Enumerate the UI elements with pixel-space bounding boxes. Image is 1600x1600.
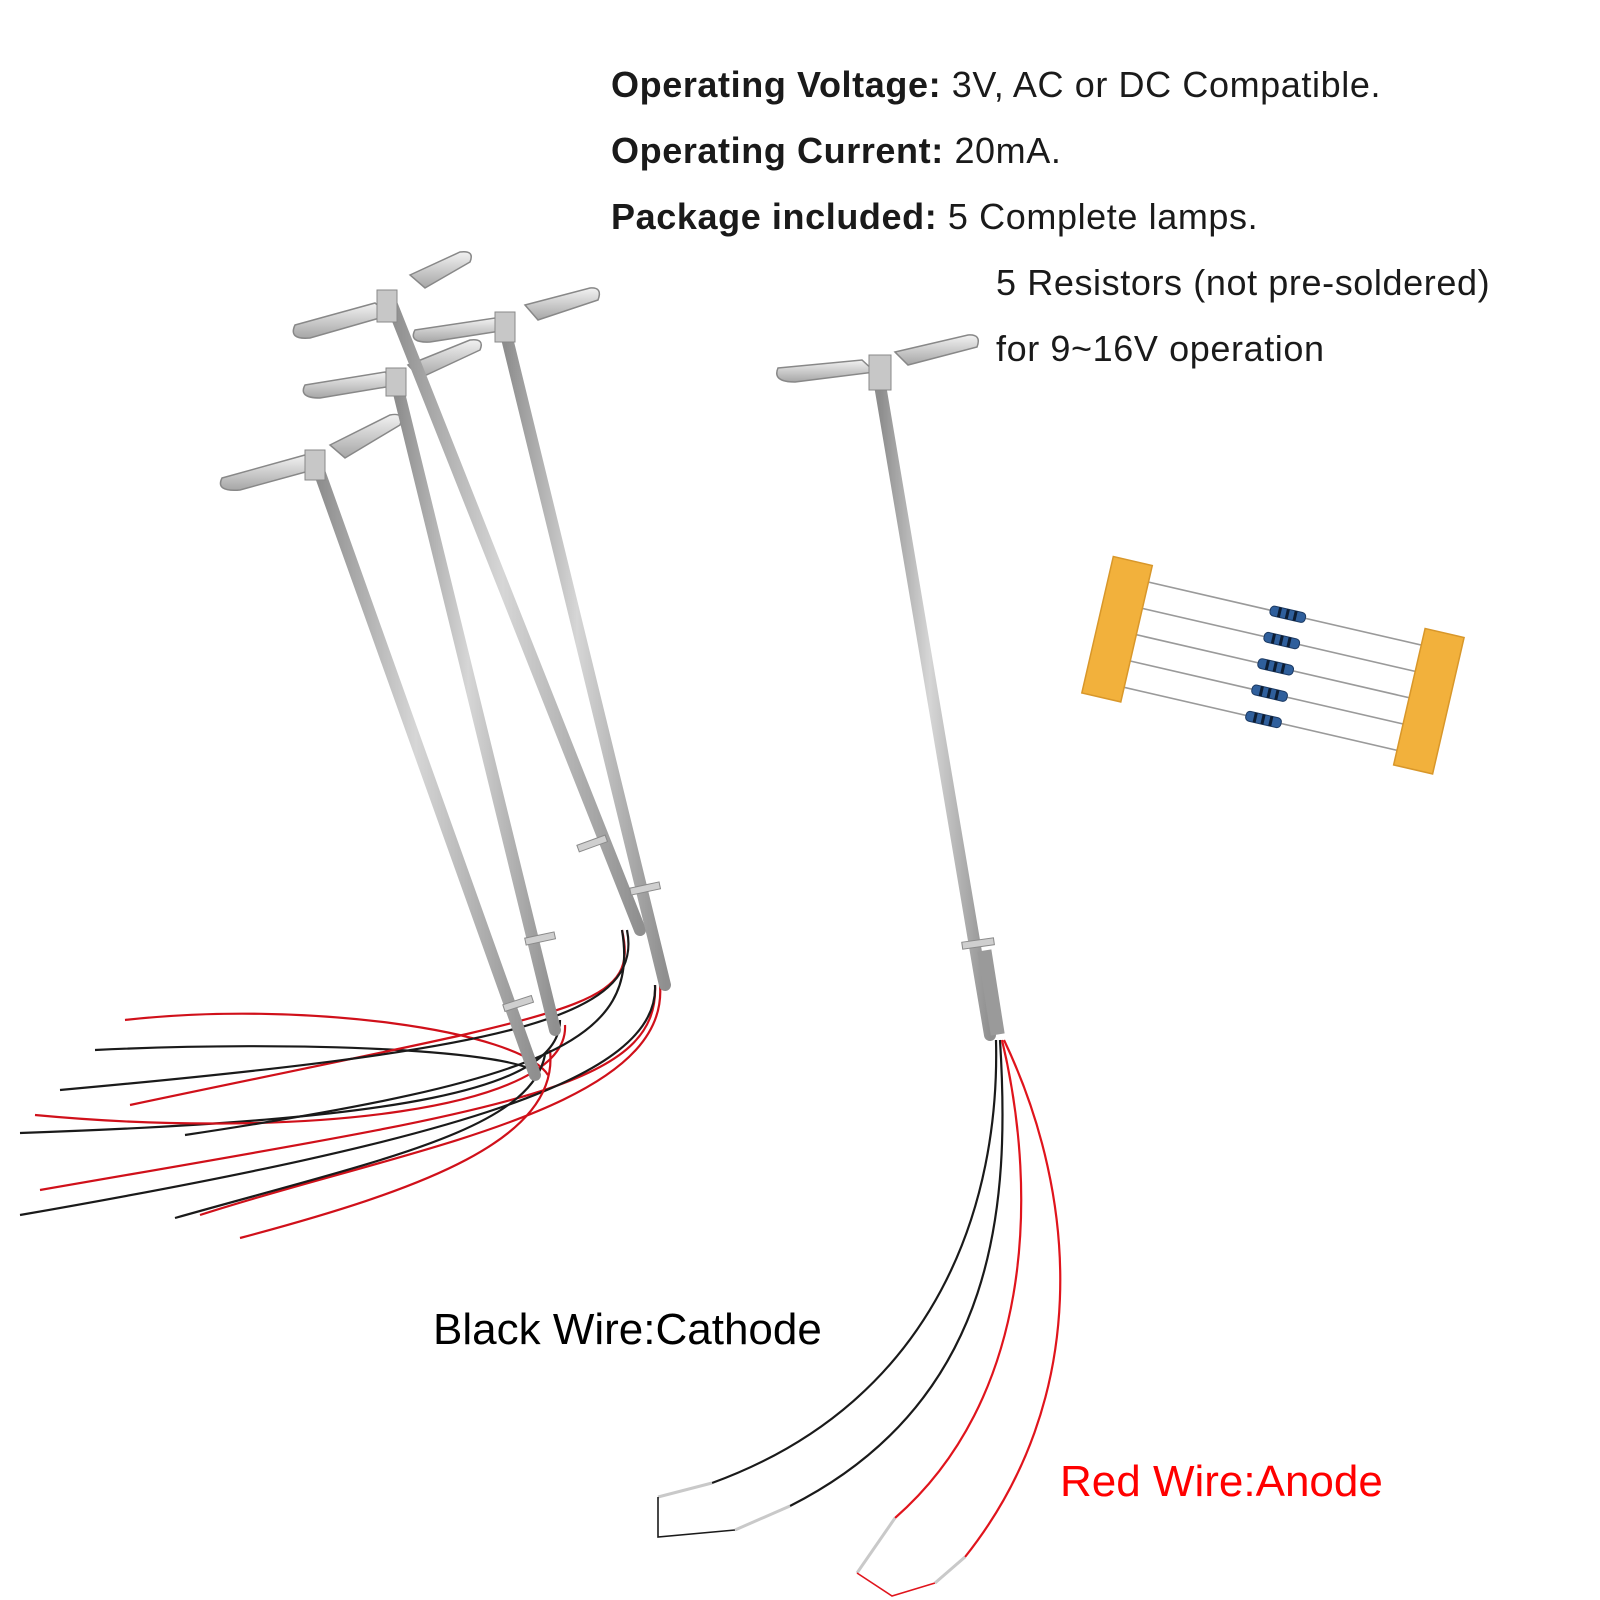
spec-current: Operating Current: 20mA. [611, 118, 1490, 184]
spec-voltage: Operating Voltage: 3V, AC or DC Compatib… [611, 52, 1490, 118]
spec-package-line: for 9~16V operation [996, 328, 1325, 369]
resistor-band [1278, 635, 1284, 646]
spec-package-line: 5 Resistors (not pre-soldered) [996, 262, 1491, 303]
tape-right [1392, 627, 1465, 775]
spec-voltage-value: 3V, AC or DC Compatible. [951, 64, 1382, 105]
lamp-cluster [19, 250, 671, 1240]
spec-block: Operating Voltage: 3V, AC or DC Compatib… [611, 52, 1490, 382]
resistor-strip [1080, 555, 1465, 775]
resistor-band [1258, 686, 1264, 697]
resistor-band [1272, 661, 1278, 672]
resistor-band [1260, 714, 1266, 725]
single-lamp [657, 334, 1062, 1597]
resistor-band [1284, 608, 1290, 620]
lamp-pole [219, 413, 541, 1081]
resistor-band [1252, 712, 1258, 723]
lamp-pole [292, 250, 646, 936]
tape-left [1080, 555, 1154, 703]
cluster-wires [19, 929, 662, 1240]
resistor-leads [1104, 576, 1441, 756]
resistor-band [1280, 663, 1286, 674]
resistor-band [1274, 689, 1280, 701]
resistor-band [1270, 633, 1277, 644]
spec-package-line: 5 Complete lamps. [947, 196, 1259, 237]
resistor-band [1276, 607, 1283, 618]
red-wire-caption: Red Wire:Anode [1060, 1457, 1383, 1506]
single-lamp-wires [657, 1039, 1062, 1597]
spec-voltage-key: Operating Voltage: [611, 64, 942, 105]
spec-current-value: 20mA. [954, 130, 1062, 171]
black-wire-caption: Black Wire:Cathode [433, 1305, 822, 1354]
spec-package-key: Package included: [611, 196, 938, 237]
resistor-band [1268, 715, 1274, 727]
spec-package: Package included: 5 Complete lamps. [611, 184, 1490, 250]
spec-current-key: Operating Current: [611, 130, 944, 171]
lamp-pole [302, 338, 561, 1036]
resistor-band [1286, 637, 1292, 648]
resistor-band [1264, 659, 1270, 671]
resistor-band [1266, 687, 1272, 699]
resistor-band [1292, 610, 1298, 622]
lamp-pole [412, 287, 671, 991]
